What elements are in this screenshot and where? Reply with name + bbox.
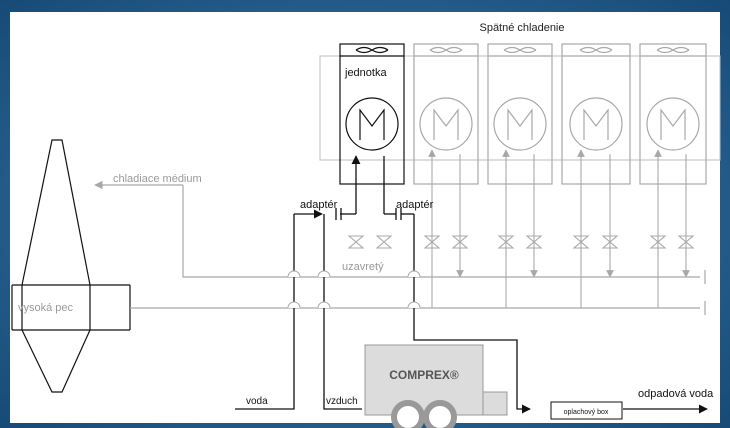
cooling-unit-1: [339, 43, 405, 185]
comprex-machine: [364, 344, 508, 428]
air-label: vzduch: [326, 396, 358, 407]
closed-valve-label: uzavretý: [342, 261, 384, 273]
rinse-box-label: oplachový box: [564, 409, 609, 416]
rinse-box: [550, 401, 623, 420]
motor-icon: [419, 97, 473, 151]
comprex-label: COMPREX®: [389, 368, 459, 382]
cooling-unit-2: [413, 43, 479, 185]
unit-label: jednotka: [344, 67, 387, 79]
back-cooling-title: Spätné chladenie: [479, 22, 564, 34]
crossover-bridges: [287, 270, 421, 309]
motor-icon: [646, 97, 700, 151]
furnace-label: vysoká pec: [18, 302, 74, 314]
motor-icon: [569, 97, 623, 151]
active-circuit: [235, 155, 708, 414]
water-label: voda: [246, 396, 268, 407]
coolant-label: chladiace médium: [113, 173, 202, 185]
motor-icon: [345, 97, 399, 151]
adapter-right-label: adaptér: [396, 199, 434, 211]
inactive-branches: [347, 149, 695, 308]
waste-water-label: odpadová voda: [638, 388, 714, 400]
cooling-unit-4: [561, 43, 631, 185]
motor-icon: [493, 97, 547, 151]
cooling-unit-3: [487, 43, 553, 185]
wheel-icon: [391, 400, 425, 428]
cooling-unit-5: [639, 43, 707, 185]
wheel-icon: [423, 400, 457, 428]
adapter-left-label: adaptér: [300, 199, 338, 211]
